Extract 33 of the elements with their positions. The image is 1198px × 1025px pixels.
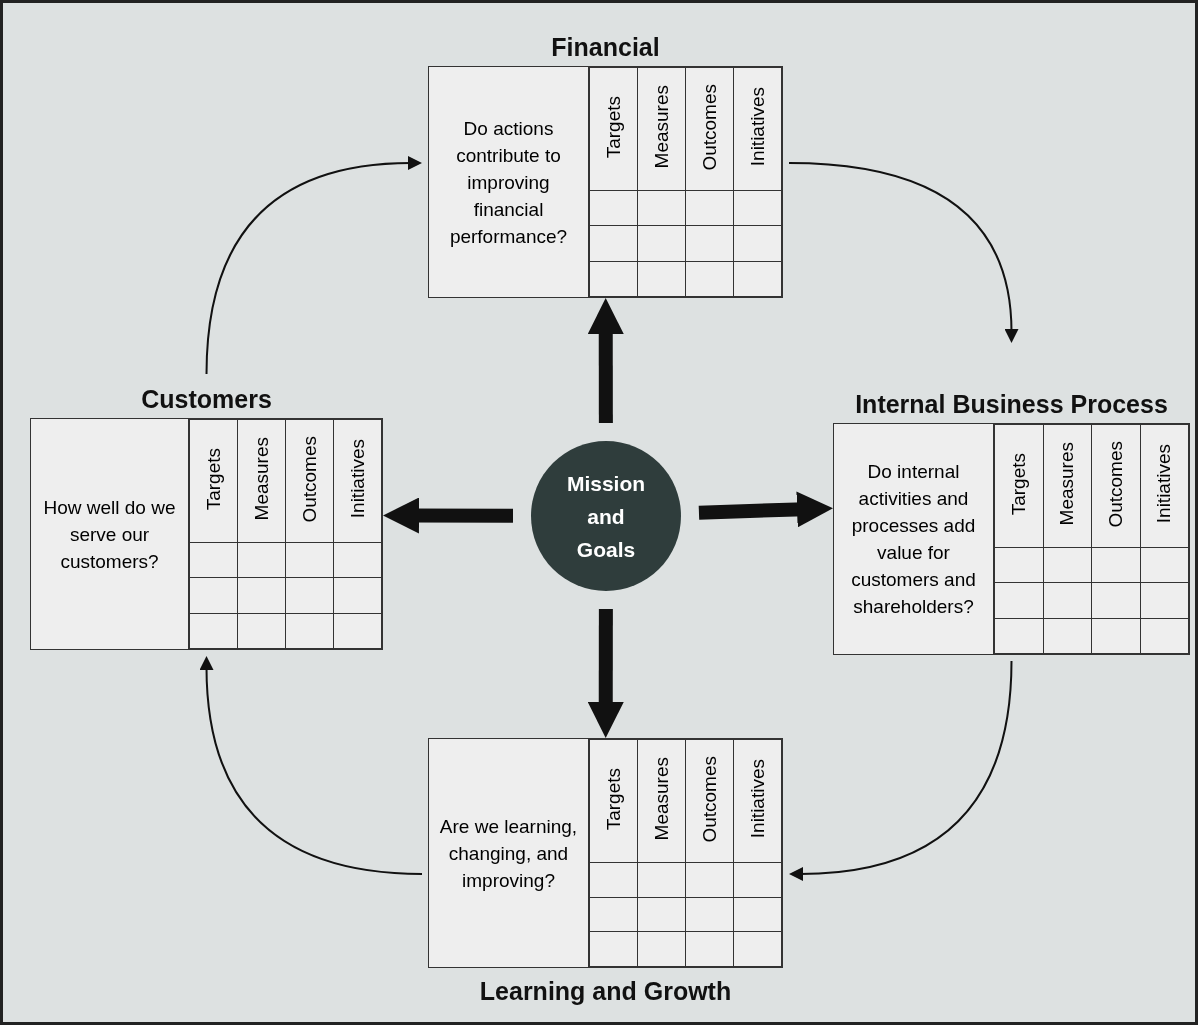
column-header: Targets: [602, 767, 625, 831]
perspective-heading: Internal Business Process: [854, 389, 1169, 420]
column-header: Outcomes: [698, 755, 721, 843]
perspective-heading: Learning and Growth: [478, 976, 733, 1007]
arrow: [383, 497, 514, 534]
column-header: Outcomes: [298, 435, 321, 523]
question-text: Do actions contribute to improving financial performance?: [448, 116, 569, 249]
question-text: Do internal activities and processes add value for customers and shareholders?: [850, 460, 977, 619]
column-header: Initiatives: [1153, 444, 1176, 524]
arrow: [698, 491, 833, 528]
column-header: Targets: [202, 447, 225, 511]
column-header: Outcomes: [1104, 440, 1127, 528]
perspective-heading: Financial: [550, 32, 661, 63]
column-header: Measures: [1056, 442, 1079, 526]
column-header: Measures: [650, 757, 673, 841]
arrow: [788, 162, 1019, 343]
arrow: [789, 660, 1013, 881]
arrow: [205, 156, 422, 375]
column-header: Initiatives: [746, 87, 769, 167]
column-header: Initiatives: [746, 759, 769, 839]
perspective-heading: Customers: [140, 384, 273, 415]
question-text: How well do we serve our customers?: [42, 495, 177, 574]
column-header: Measures: [250, 437, 273, 521]
column-header: Outcomes: [698, 83, 721, 171]
question-text: Are we learning, changing, and improving?: [438, 814, 579, 893]
column-header: Initiatives: [346, 439, 369, 519]
column-header: Measures: [650, 85, 673, 169]
arrow: [587, 298, 624, 424]
arrow: [199, 656, 423, 875]
circle-label: Mission and Goals: [565, 470, 647, 563]
column-header: Targets: [1007, 452, 1030, 516]
arrow: [587, 609, 624, 738]
column-header: Targets: [602, 95, 625, 159]
